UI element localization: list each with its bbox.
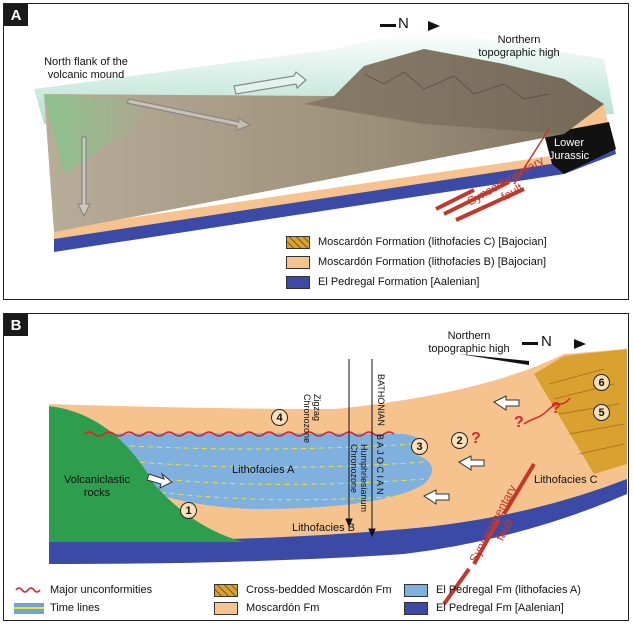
panel-a-tag: A xyxy=(4,4,28,26)
north-label-b: N xyxy=(541,333,552,350)
circled-number-2: 2 xyxy=(451,432,468,449)
circled-number-5: 5 xyxy=(593,404,610,421)
panel-b-tag: B xyxy=(4,314,28,336)
legend-b-timelines: Time lines xyxy=(14,600,100,616)
bajocian-label: B A J O C I A N xyxy=(375,434,385,495)
legend-a-item-b: Moscardón Formation (lithofacies B) [Baj… xyxy=(286,253,546,271)
cross-section-b xyxy=(49,339,627,606)
legend-a-label-c: Moscardón Formation (lithofacies C) [Baj… xyxy=(318,236,547,248)
fault-lines-a xyxy=(435,180,525,222)
question-mark-1: ? xyxy=(471,430,481,447)
fault-lines-b xyxy=(442,462,536,606)
legend-b-moscardon: Moscardón Fm xyxy=(214,600,319,616)
legend-b-label-pedregal: El Pedregal Fm [Aalenian] xyxy=(436,602,564,614)
lower-jurassic-block xyxy=(544,122,616,174)
circled-number-1: 1 xyxy=(180,502,197,519)
flow-arrows-a xyxy=(77,71,307,218)
legend-a: Moscardón Formation (lithofacies C) [Baj… xyxy=(286,229,616,294)
lithofacies-a-lens xyxy=(84,433,432,509)
legend-b-label-unconformities: Major unconformities xyxy=(50,584,153,596)
legend-b-label-timelines: Time lines xyxy=(50,602,100,614)
question-mark-3: ? xyxy=(551,400,561,417)
legend-b-pedregal: El Pedregal Fm [Aalenian] xyxy=(404,600,564,616)
legend-b-swatch-moscardon xyxy=(214,601,238,615)
lithofacies-b-label: Lithofacies B xyxy=(292,522,355,534)
north-arrow-b xyxy=(459,339,586,365)
volcaniclastic-body xyxy=(49,406,244,542)
unconformity-line xyxy=(83,431,395,437)
legend-b: Major unconformities Time lines Cross-be… xyxy=(14,578,614,618)
legend-b-swatch-crossbedded xyxy=(214,583,238,597)
legend-a-swatch-b xyxy=(286,255,310,269)
bathonian-label: BATHONIAN xyxy=(376,374,386,426)
block-diagram-a xyxy=(34,21,616,252)
circled-number-3: 3 xyxy=(411,438,428,455)
legend-b-swatch-timelines xyxy=(14,602,44,614)
legend-a-item-c: Moscardón Formation (lithofacies C) [Baj… xyxy=(286,233,547,251)
legend-a-item-pedregal: El Pedregal Formation [Aalenian] xyxy=(286,273,479,291)
legend-b-label-crossbedded: Cross-bedded Moscardón Fm xyxy=(246,584,392,596)
legend-a-label-pedregal: El Pedregal Formation [Aalenian] xyxy=(318,276,480,288)
lithofacies-a-label: Lithofacies A xyxy=(232,464,295,476)
circled-number-4: 4 xyxy=(271,409,288,426)
legend-a-swatch-pedregal xyxy=(286,275,310,289)
legend-a-swatch-c xyxy=(286,235,310,249)
pedregal-layer xyxy=(54,144,616,252)
legend-b-swatch-pedregal xyxy=(404,601,428,615)
lithofacies-c-label: Lithofacies C xyxy=(534,474,598,486)
legend-b-swatch-lithofacies-a xyxy=(404,583,428,597)
legend-b-lithofacies-a: El Pedregal Fm (lithofacies A) xyxy=(404,582,581,598)
legend-b-crossbedded: Cross-bedded Moscardón Fm xyxy=(214,582,392,598)
flow-arrows-b xyxy=(146,395,520,505)
legend-b-label-lithofacies-a: El Pedregal Fm (lithofacies A) xyxy=(436,584,581,596)
circled-number-6: 6 xyxy=(593,374,610,391)
legend-b-unconformities: Major unconformities xyxy=(14,582,152,598)
legend-b-label-moscardon: Moscardón Fm xyxy=(246,602,320,614)
north-label-a: N xyxy=(398,15,409,32)
north-arrow-a xyxy=(380,21,440,31)
legend-a-label-b: Moscardón Formation (lithofacies B) [Baj… xyxy=(318,256,547,268)
question-mark-2: ? xyxy=(514,414,524,431)
